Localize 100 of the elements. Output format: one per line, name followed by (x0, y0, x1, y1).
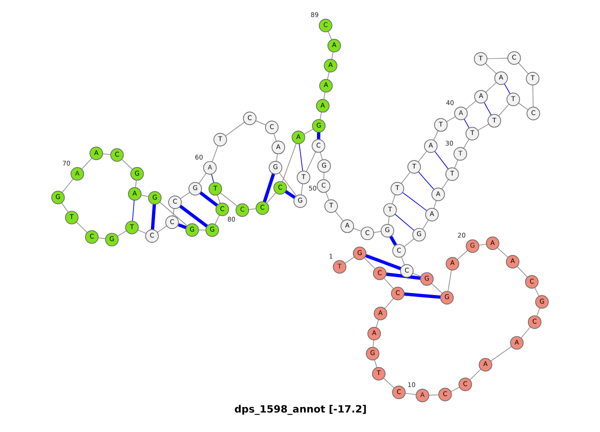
connector (384, 298, 394, 309)
connector (434, 200, 437, 209)
connector (422, 220, 429, 230)
connector (62, 178, 74, 193)
connector (327, 72, 330, 80)
connector (498, 104, 510, 116)
connector (372, 340, 374, 348)
connector (486, 58, 508, 60)
connector (490, 346, 512, 362)
connector (418, 150, 427, 162)
connector (156, 226, 167, 233)
connector (225, 122, 245, 136)
connector (61, 202, 68, 212)
connector (383, 378, 394, 388)
connector (273, 133, 277, 142)
connector (279, 172, 297, 196)
connector (470, 368, 482, 380)
connector (457, 250, 468, 260)
connector (448, 270, 452, 292)
connector (485, 82, 496, 93)
connector (180, 192, 190, 199)
connector (179, 204, 208, 228)
connector (199, 191, 218, 207)
connector (198, 172, 207, 184)
diagram-title: dps_1598_annot [-17.2] (234, 404, 367, 416)
connector (389, 236, 398, 246)
connector (532, 84, 534, 108)
connector (266, 192, 276, 204)
connector (534, 287, 540, 296)
connector (282, 143, 297, 182)
connector (392, 194, 396, 204)
connector (320, 152, 323, 160)
connector (516, 266, 528, 278)
connector (504, 83, 510, 94)
connector (404, 392, 416, 395)
connector (320, 112, 322, 120)
connector (140, 194, 149, 197)
connector (248, 208, 256, 210)
connector (132, 200, 135, 222)
connector (400, 172, 410, 184)
connector (402, 192, 428, 212)
connector (81, 158, 92, 170)
connector (365, 254, 402, 270)
connector (306, 151, 316, 172)
connector (304, 128, 314, 135)
connector (386, 272, 421, 280)
connector (150, 204, 156, 230)
connector (463, 138, 470, 149)
connector (446, 116, 456, 122)
connector (102, 154, 111, 155)
connector (178, 223, 187, 230)
connector (298, 144, 304, 172)
connector (518, 62, 529, 74)
connector (316, 132, 320, 140)
connector (536, 308, 540, 316)
connector (364, 258, 376, 270)
connector (400, 256, 405, 265)
connector (404, 292, 440, 299)
connector (374, 231, 382, 233)
connector (276, 154, 278, 162)
connector (98, 237, 106, 240)
connector (518, 102, 528, 110)
connector (326, 192, 330, 200)
connector (212, 146, 218, 162)
connector (433, 130, 438, 141)
connector (220, 192, 238, 206)
connector (121, 158, 133, 170)
connector (394, 214, 414, 231)
connector (331, 52, 334, 60)
connector (485, 62, 497, 74)
connector (388, 216, 390, 225)
connector (117, 230, 127, 237)
connector (384, 278, 394, 289)
connector (450, 387, 460, 392)
connector (404, 238, 414, 248)
connector (464, 118, 470, 128)
connector (428, 394, 439, 396)
connector (431, 283, 442, 294)
connector (300, 184, 303, 195)
connector (496, 247, 508, 258)
connector (328, 31, 332, 40)
connector (484, 102, 492, 116)
connector (256, 120, 266, 126)
connector (262, 173, 276, 202)
connector (478, 244, 487, 246)
connector (466, 100, 476, 110)
connector (353, 228, 362, 232)
connector (323, 92, 326, 100)
connector (214, 214, 220, 224)
connector (159, 202, 188, 226)
connector (442, 179, 449, 190)
connector (374, 360, 378, 368)
connector (334, 210, 344, 222)
connector (284, 190, 296, 199)
connector (412, 272, 421, 277)
connector (418, 172, 434, 190)
connector (138, 230, 146, 234)
connector (454, 159, 458, 169)
connector (323, 172, 324, 180)
connector (376, 320, 379, 328)
